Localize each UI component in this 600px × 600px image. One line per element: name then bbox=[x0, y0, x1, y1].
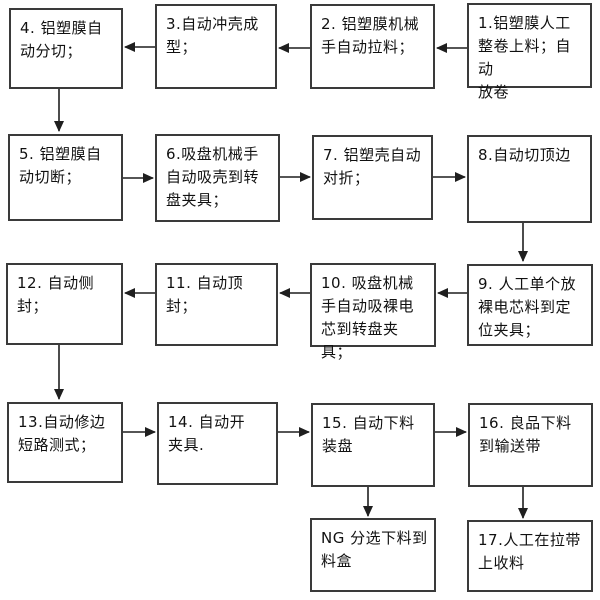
process-step-11-box: 11. 自动顶封； bbox=[155, 263, 278, 346]
process-step-15-box: 15. 自动下料 装盘 bbox=[311, 403, 435, 487]
process-step-14-box: 14. 自动开 夹具. bbox=[157, 402, 278, 485]
process-step-7-box: 7. 铝塑壳自动 对折； bbox=[312, 135, 433, 220]
process-step-1-box: 1.铝塑膜人工 整卷上料；自动 放卷 bbox=[467, 3, 592, 101]
process-step-6-box: 6.吸盘机械手 自动吸壳到转 盘夹具； bbox=[155, 134, 280, 222]
process-step-16-box: 16. 良品下料 到输送带 bbox=[468, 403, 593, 487]
process-step-12-box: 12. 自动侧封； bbox=[6, 263, 123, 345]
process-step-9-box: 9. 人工单个放 裸电芯料到定 位夹具； bbox=[467, 264, 593, 346]
process-step-17-box: 17.人工在拉带 上收料 bbox=[467, 520, 593, 592]
process-step-3-box: 3.自动冲壳成 型； bbox=[155, 4, 277, 89]
process-step-8-box: 8.自动切顶边 bbox=[467, 135, 592, 223]
process-step-ng-box: NG 分选下料到 料盒 bbox=[310, 518, 436, 592]
process-step-10-box: 10. 吸盘机械 手自动吸裸电 芯到转盘夹具； bbox=[310, 263, 436, 361]
process-step-13-box: 13.自动修边 短路测式； bbox=[7, 402, 123, 483]
process-step-4-box: 4. 铝塑膜自 动分切； bbox=[9, 8, 123, 89]
process-step-5-box: 5. 铝塑膜自 动切断； bbox=[8, 134, 123, 221]
process-step-2-box: 2. 铝塑膜机械 手自动拉料； bbox=[310, 4, 435, 89]
